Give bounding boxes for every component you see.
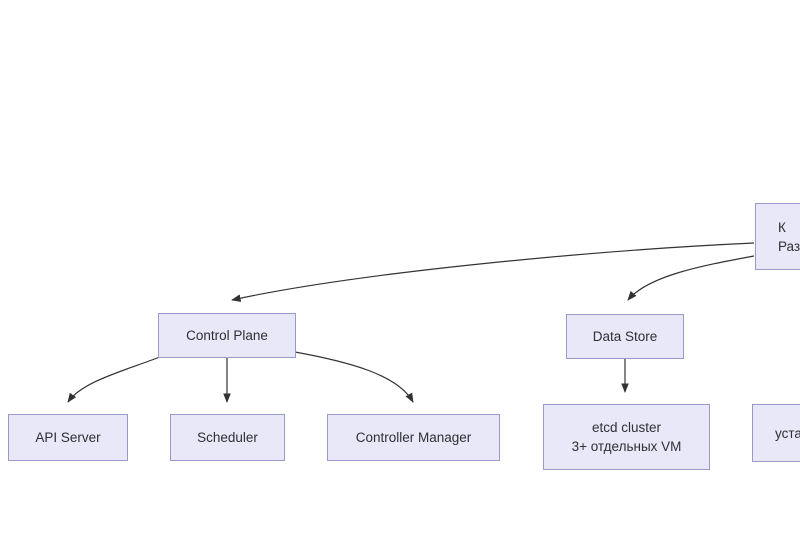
edge-root-to-control-plane (231, 242, 755, 302)
edge-control-plane-to-api-server (67, 356, 161, 403)
node-controller-manager[interactable]: Controller Manager (327, 414, 500, 461)
node-controller-manager-label: Controller Manager (355, 430, 472, 445)
node-scheduler-label: Scheduler (197, 430, 258, 445)
edge-root-to-data-store (627, 255, 755, 301)
node-data-store[interactable]: Data Store (566, 314, 684, 359)
node-control-plane-label: Control Plane (186, 328, 268, 343)
node-etcd-cluster-line-1: etcd cluster (591, 420, 662, 435)
node-root-line-1: К (778, 219, 786, 235)
node-scheduler[interactable]: Scheduler (170, 414, 285, 461)
node-install-label: уста (775, 425, 800, 441)
node-etcd-cluster-line-2: 3+ отдельных VM (571, 439, 682, 454)
node-root-line-2: Раз (778, 238, 800, 254)
node-control-plane[interactable]: Control Plane (158, 313, 296, 358)
node-install[interactable]: уста (752, 404, 800, 462)
node-api-server[interactable]: API Server (8, 414, 128, 461)
node-etcd-cluster[interactable]: etcd cluster 3+ отдельных VM (543, 404, 710, 470)
edge-control-plane-to-controller-manager (294, 351, 414, 403)
node-api-server-label: API Server (35, 430, 101, 445)
node-data-store-label: Data Store (592, 329, 658, 344)
node-root[interactable]: К Раз (755, 203, 800, 270)
